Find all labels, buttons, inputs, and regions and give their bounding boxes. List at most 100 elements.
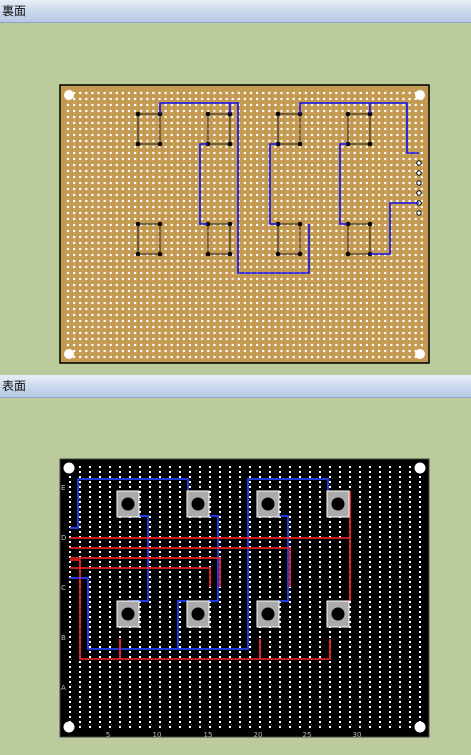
pad <box>365 97 368 101</box>
hole <box>329 476 331 478</box>
hole <box>419 571 421 573</box>
pad <box>329 163 332 167</box>
pad <box>225 307 228 311</box>
hole <box>179 556 181 558</box>
pad <box>103 319 106 323</box>
hole <box>189 541 191 543</box>
hole <box>309 671 311 673</box>
hole <box>199 631 201 633</box>
hole <box>169 566 171 568</box>
pad <box>79 253 82 257</box>
pad <box>262 235 265 239</box>
pad <box>353 283 356 287</box>
pad <box>152 127 155 131</box>
pad <box>280 169 283 173</box>
hole <box>409 636 411 638</box>
pad <box>146 247 149 251</box>
pad <box>164 199 167 203</box>
hole <box>409 511 411 513</box>
hole <box>389 566 391 568</box>
pad <box>378 229 381 233</box>
hole <box>229 481 231 483</box>
hole <box>419 506 421 508</box>
hole <box>289 666 291 668</box>
hole <box>389 521 391 523</box>
pad <box>390 247 393 251</box>
pad <box>286 313 289 317</box>
pad <box>66 121 70 125</box>
pad <box>384 343 387 347</box>
pad <box>103 151 106 155</box>
pad <box>85 163 88 167</box>
pad <box>152 325 155 329</box>
hole <box>259 476 261 478</box>
pad <box>121 331 124 335</box>
pad <box>396 223 399 227</box>
hole <box>359 516 361 518</box>
hole <box>349 466 351 468</box>
pad <box>188 103 192 107</box>
hole <box>199 671 201 673</box>
pad <box>195 139 198 143</box>
pad <box>329 355 332 359</box>
hole <box>99 721 101 723</box>
pad <box>292 109 295 113</box>
back-side-title-bar: 裏面 <box>0 0 471 23</box>
hole <box>169 681 171 683</box>
hole <box>79 686 81 688</box>
hole <box>329 486 331 488</box>
pad <box>256 133 259 137</box>
hole <box>169 481 171 483</box>
pad <box>170 229 173 233</box>
pad <box>292 217 295 221</box>
pad <box>317 235 320 239</box>
pad <box>195 301 198 305</box>
hole <box>219 481 221 483</box>
pad <box>152 181 155 185</box>
hole <box>189 481 191 483</box>
pad <box>304 211 307 215</box>
hole <box>169 616 171 618</box>
pad <box>66 109 70 113</box>
hole <box>319 576 321 578</box>
hole <box>169 626 171 628</box>
hole <box>349 661 351 663</box>
pad <box>170 223 173 227</box>
hole <box>109 506 111 508</box>
pad <box>390 253 393 257</box>
pad <box>292 133 295 137</box>
hole <box>289 611 291 613</box>
pad <box>152 283 155 287</box>
hole <box>169 686 171 688</box>
pad <box>243 151 246 155</box>
pad <box>378 139 381 143</box>
pad <box>127 91 131 95</box>
pad <box>213 163 216 167</box>
hole <box>379 576 381 578</box>
pad <box>79 145 82 149</box>
pad <box>347 91 350 95</box>
pad <box>292 283 295 287</box>
back-side-board-view[interactable] <box>0 0 471 375</box>
hole <box>419 716 421 718</box>
pad <box>341 325 344 329</box>
hole <box>99 551 101 553</box>
hole <box>189 646 191 648</box>
pad <box>115 199 118 203</box>
pad <box>359 235 362 239</box>
hole <box>319 721 321 723</box>
pad <box>274 349 277 353</box>
pad <box>73 301 76 305</box>
hole <box>99 526 101 528</box>
hole <box>99 656 101 658</box>
pad <box>286 199 289 203</box>
pad <box>121 265 124 269</box>
pad <box>384 205 387 209</box>
pad <box>79 247 82 251</box>
pad <box>249 97 253 101</box>
hole <box>369 686 371 688</box>
switch-pin <box>297 221 303 227</box>
hole <box>359 551 361 553</box>
pad <box>134 91 137 95</box>
